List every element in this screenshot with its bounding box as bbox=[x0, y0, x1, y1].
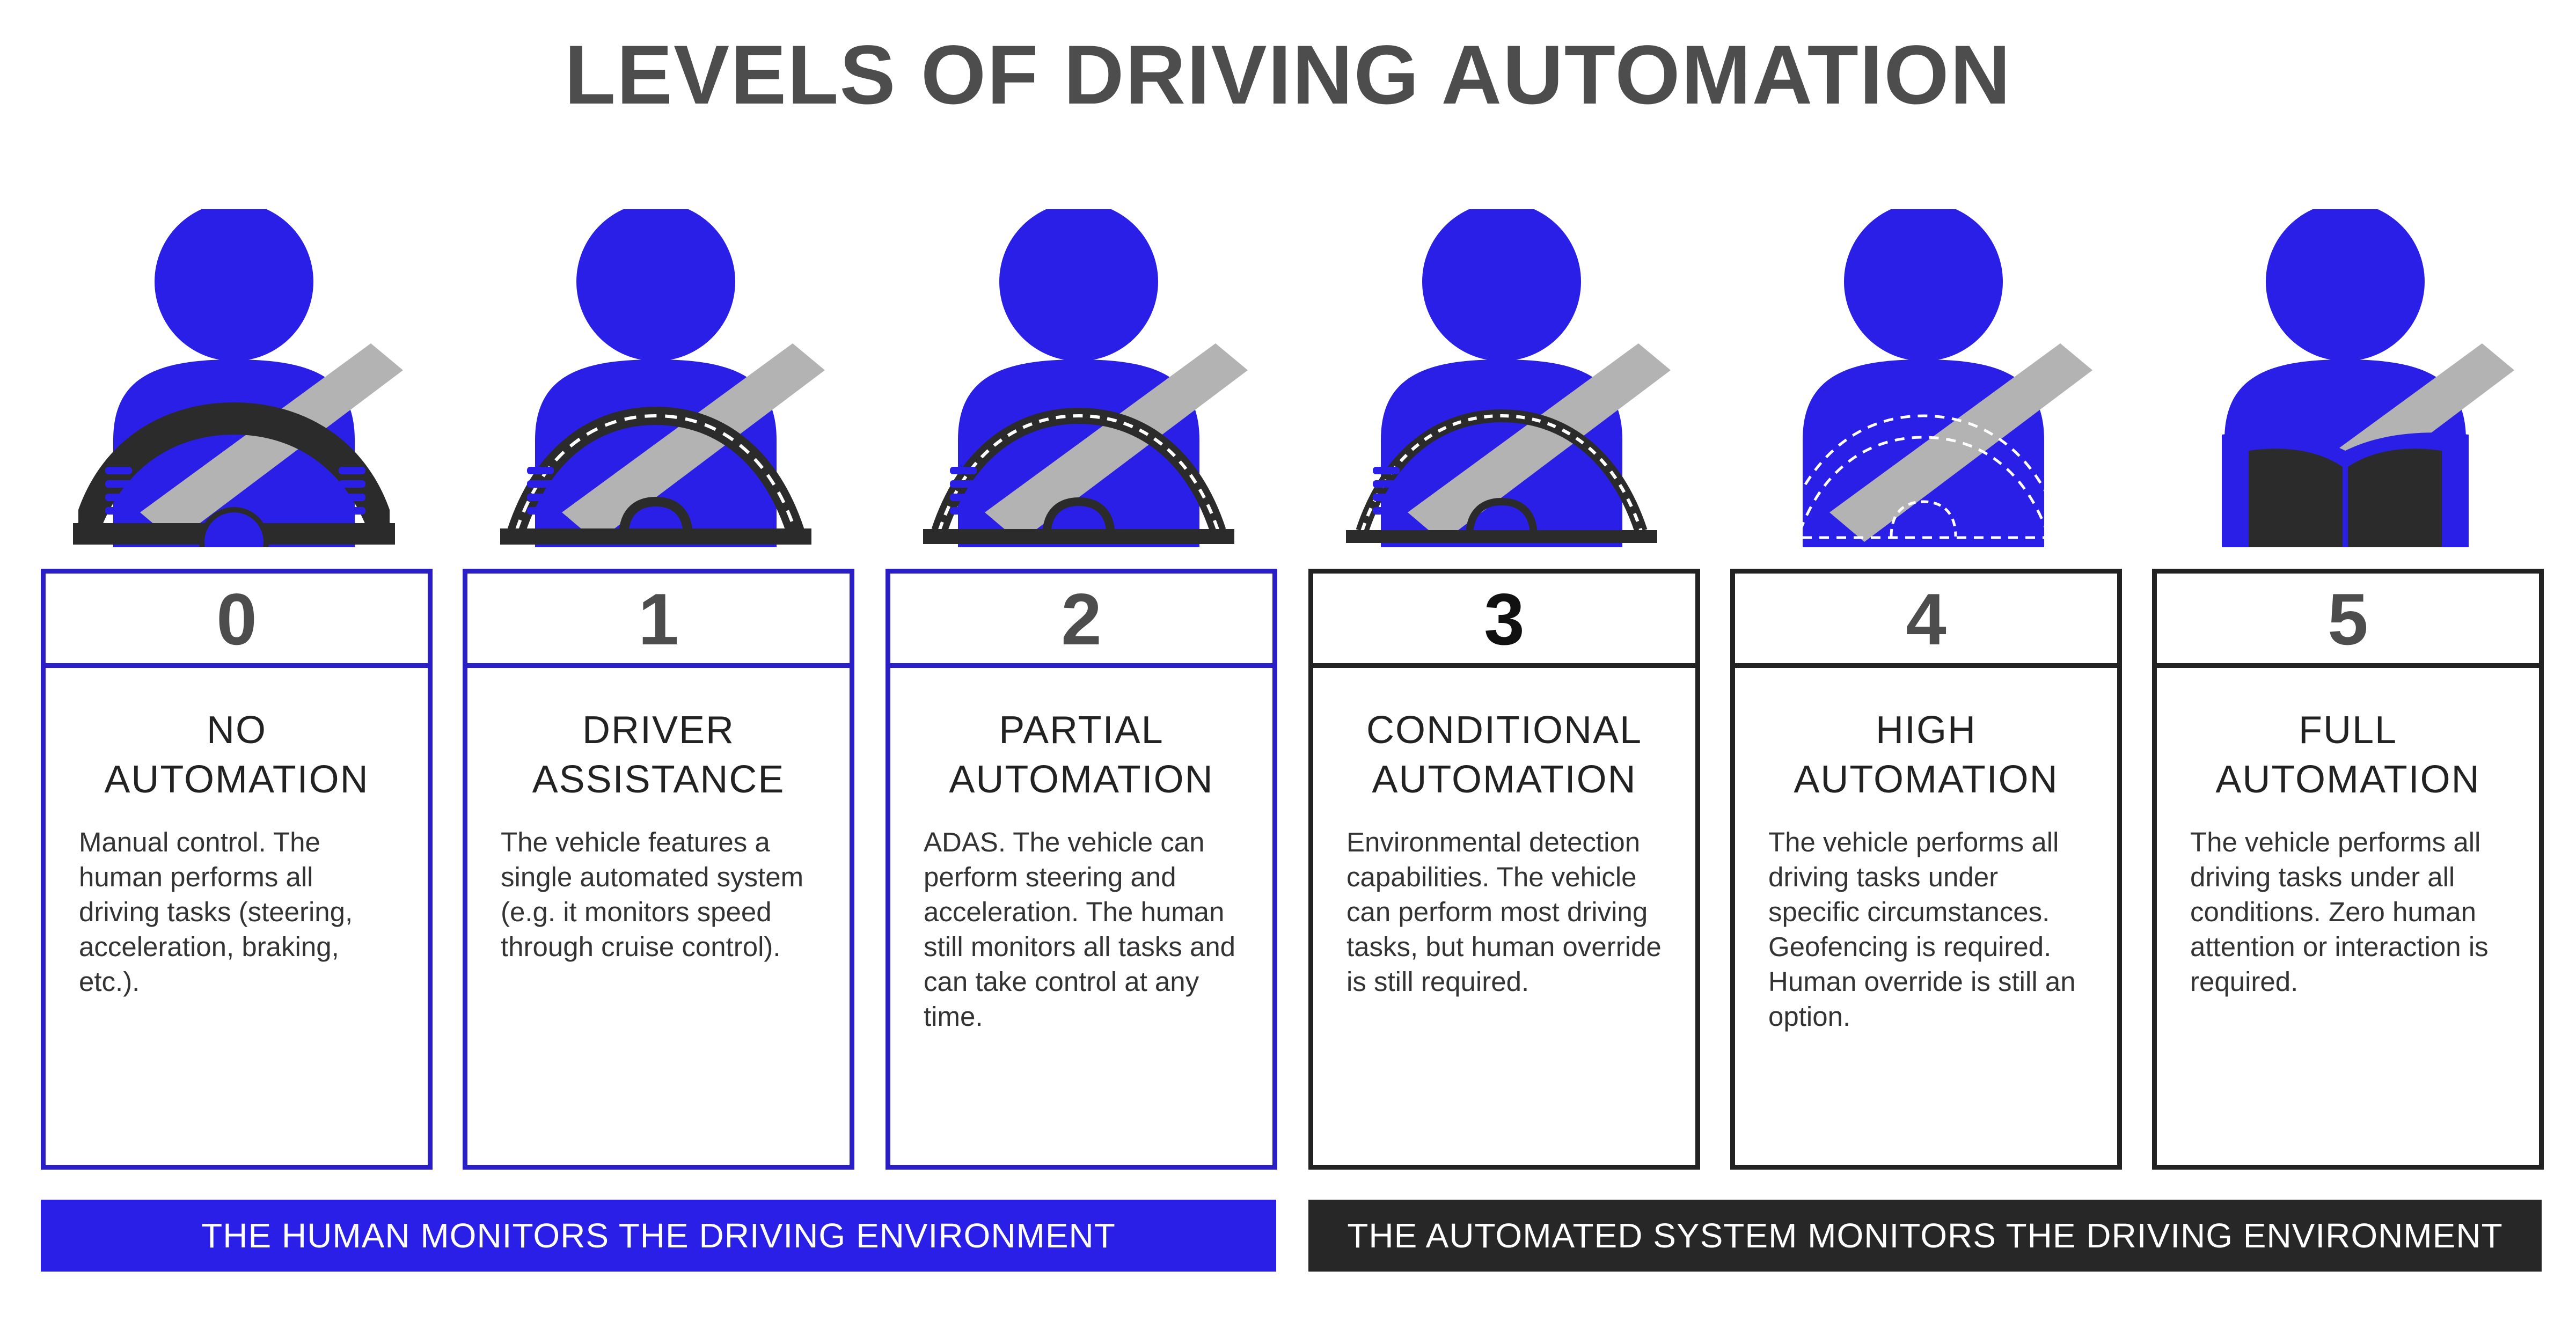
level-name-line-2: AUTOMATION bbox=[949, 758, 1214, 801]
level-2-column: 2 PARTIAL AUTOMATION ADAS. The vehicle c… bbox=[885, 0, 1277, 1180]
level-description: The vehicle performs all driving tasks u… bbox=[2190, 827, 2489, 997]
level-name-line-1: CONDITIONAL bbox=[1366, 709, 1643, 752]
system-monitors-band: THE AUTOMATED SYSTEM MONITORS THE DRIVIN… bbox=[1308, 1200, 2542, 1272]
driver-partial-wheel-icon bbox=[923, 209, 1248, 547]
level-name-line-2: AUTOMATION bbox=[1372, 758, 1637, 801]
level-number: 0 bbox=[46, 574, 428, 668]
level-description: The vehicle performs all driving tasks u… bbox=[1768, 827, 2076, 1032]
driver-dashed-wheel-icon bbox=[1768, 209, 2092, 547]
level-name: FULL AUTOMATION bbox=[2157, 706, 2539, 804]
human-monitors-band: THE HUMAN MONITORS THE DRIVING ENVIRONME… bbox=[41, 1200, 1276, 1272]
level-name: HIGH AUTOMATION bbox=[1735, 706, 2117, 804]
level-number: 4 bbox=[1735, 574, 2117, 668]
level-name-line-2: AUTOMATION bbox=[2215, 758, 2480, 801]
level-description: ADAS. The vehicle can perform steering a… bbox=[924, 827, 1236, 1032]
driver-hands-on-wheel-icon bbox=[73, 209, 403, 547]
driver-conditional-wheel-icon bbox=[1346, 209, 1671, 547]
level-description: Environmental detection capabilities. Th… bbox=[1346, 827, 1662, 997]
level-number: 3 bbox=[1313, 574, 1695, 668]
level-name-line-1: DRIVER bbox=[582, 709, 735, 752]
level-name: PARTIAL AUTOMATION bbox=[890, 706, 1272, 804]
driver-assisted-wheel-icon bbox=[500, 209, 825, 547]
level-name: CONDITIONAL AUTOMATION bbox=[1313, 706, 1695, 804]
level-name-line-1: FULL bbox=[2298, 709, 2398, 752]
level-5-card: 5 FULL AUTOMATION The vehicle performs a… bbox=[2152, 569, 2544, 1170]
page-title: LEVELS OF DRIVING AUTOMATION bbox=[564, 28, 2012, 122]
level-name-line-2: AUTOMATION bbox=[104, 758, 369, 801]
level-name: NO AUTOMATION bbox=[46, 706, 428, 804]
level-name-line-1: HIGH bbox=[1876, 709, 1977, 752]
level-number: 5 bbox=[2157, 574, 2539, 668]
level-0-column: 0 NO AUTOMATION Manual control. The huma… bbox=[41, 0, 433, 1180]
level-0-card: 0 NO AUTOMATION Manual control. The huma… bbox=[41, 569, 433, 1170]
level-3-card: 3 CONDITIONAL AUTOMATION Environmental d… bbox=[1308, 569, 1700, 1170]
level-4-card: 4 HIGH AUTOMATION The vehicle performs a… bbox=[1730, 569, 2122, 1170]
level-2-card: 2 PARTIAL AUTOMATION ADAS. The vehicle c… bbox=[885, 569, 1277, 1170]
level-1-column: 1 DRIVER ASSISTANCE The vehicle features… bbox=[463, 0, 854, 1180]
level-1-card: 1 DRIVER ASSISTANCE The vehicle features… bbox=[463, 569, 854, 1170]
level-description: Manual control. The human performs all d… bbox=[79, 827, 353, 997]
level-name-line-1: PARTIAL bbox=[999, 709, 1164, 752]
level-number: 1 bbox=[467, 574, 850, 668]
level-name: DRIVER ASSISTANCE bbox=[467, 706, 850, 804]
level-3-column: 3 CONDITIONAL AUTOMATION Environmental d… bbox=[1308, 0, 1700, 1180]
level-name-line-2: AUTOMATION bbox=[1794, 758, 2059, 801]
level-name-line-2: ASSISTANCE bbox=[532, 758, 785, 801]
level-description: The vehicle features a single automated … bbox=[501, 827, 804, 962]
level-5-column: 5 FULL AUTOMATION The vehicle performs a… bbox=[2152, 0, 2544, 1180]
level-4-column: 4 HIGH AUTOMATION The vehicle performs a… bbox=[1730, 0, 2122, 1180]
level-name-line-1: NO bbox=[207, 709, 267, 752]
passenger-reading-book-icon bbox=[2222, 209, 2514, 547]
level-number: 2 bbox=[890, 574, 1272, 668]
